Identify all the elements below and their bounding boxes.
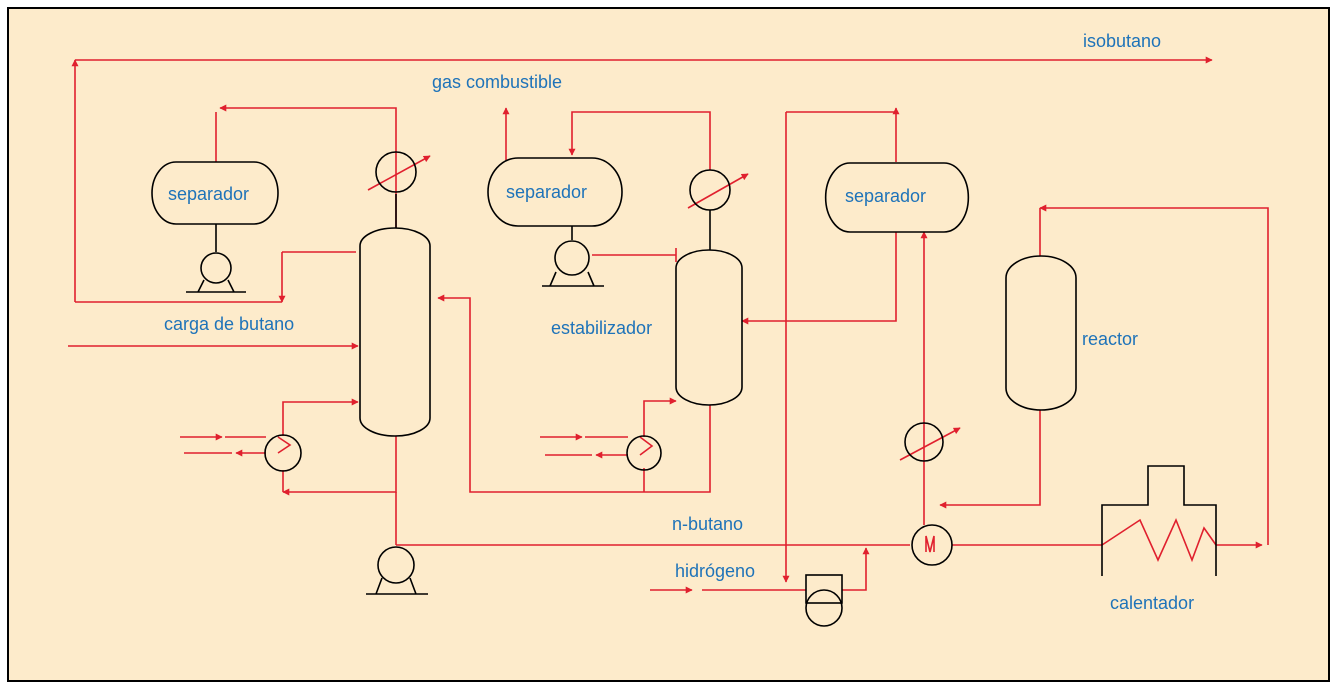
diagram-background: [7, 7, 1330, 682]
exchanger-coil: [925, 535, 935, 553]
cond1-arrow: [367, 155, 431, 191]
reb1-coil: [277, 436, 292, 454]
pump-1-base: [186, 279, 246, 293]
stabilizer-column: [675, 249, 743, 406]
pump-2-base: [366, 577, 428, 595]
heater-to-reactor: [1039, 204, 1269, 545]
reactor-vessel: [1005, 255, 1077, 411]
compressor-top: [805, 574, 843, 604]
heater-body: [1101, 465, 1217, 576]
separator-1-vessel: [151, 161, 279, 225]
pump-3-base: [542, 271, 604, 287]
label-estabilizador: estabilizador: [551, 318, 652, 338]
label-calentador: calentador: [1110, 593, 1194, 613]
pump-2: [377, 546, 415, 584]
equipment: [151, 151, 1217, 627]
label-carga-de-butano: carga de butano: [164, 314, 294, 334]
col1-overhead-line: [219, 104, 397, 228]
compressor-out: [842, 547, 870, 591]
process-streams: [68, 56, 1269, 594]
reboiler-1: [264, 434, 302, 472]
label-separator-2: separador: [506, 182, 587, 202]
compressor: [805, 589, 843, 627]
pump-3: [554, 240, 590, 276]
label-hidrogeno: hidrógeno: [675, 561, 755, 581]
label-separator-1: separador: [168, 184, 249, 204]
cond2-arrow: [687, 173, 749, 209]
heater-coil: [1101, 517, 1217, 563]
condenser-3: [904, 422, 944, 462]
reboiler-2: [626, 435, 662, 471]
label-isobutano: isobutano: [1083, 31, 1161, 51]
labels: isobutano gas combustible carga de butan…: [164, 31, 1194, 613]
reactor-effluent: [939, 410, 1041, 509]
label-reactor: reactor: [1082, 329, 1138, 349]
sep3-to-stabilizer: [741, 232, 897, 325]
stabilizer-bottoms-recycle: [437, 294, 711, 493]
stabilizer-overhead: [568, 111, 711, 170]
condenser-1: [375, 151, 417, 193]
label-separator-3: separador: [845, 186, 926, 206]
label-gas-combustible: gas combustible: [432, 72, 562, 92]
stab-reboiler-return: [643, 397, 677, 437]
label-n-butano: n-butano: [672, 514, 743, 534]
column-1: [359, 227, 431, 437]
condenser-2: [689, 169, 731, 211]
pump-1: [200, 252, 232, 284]
reb2-coil: [639, 436, 654, 456]
separator-2-vessel: [487, 157, 623, 227]
separator-3-vessel: [824, 162, 970, 233]
feed-effluent-exchanger: [911, 524, 953, 566]
col1-reboiler-return: [282, 398, 359, 436]
